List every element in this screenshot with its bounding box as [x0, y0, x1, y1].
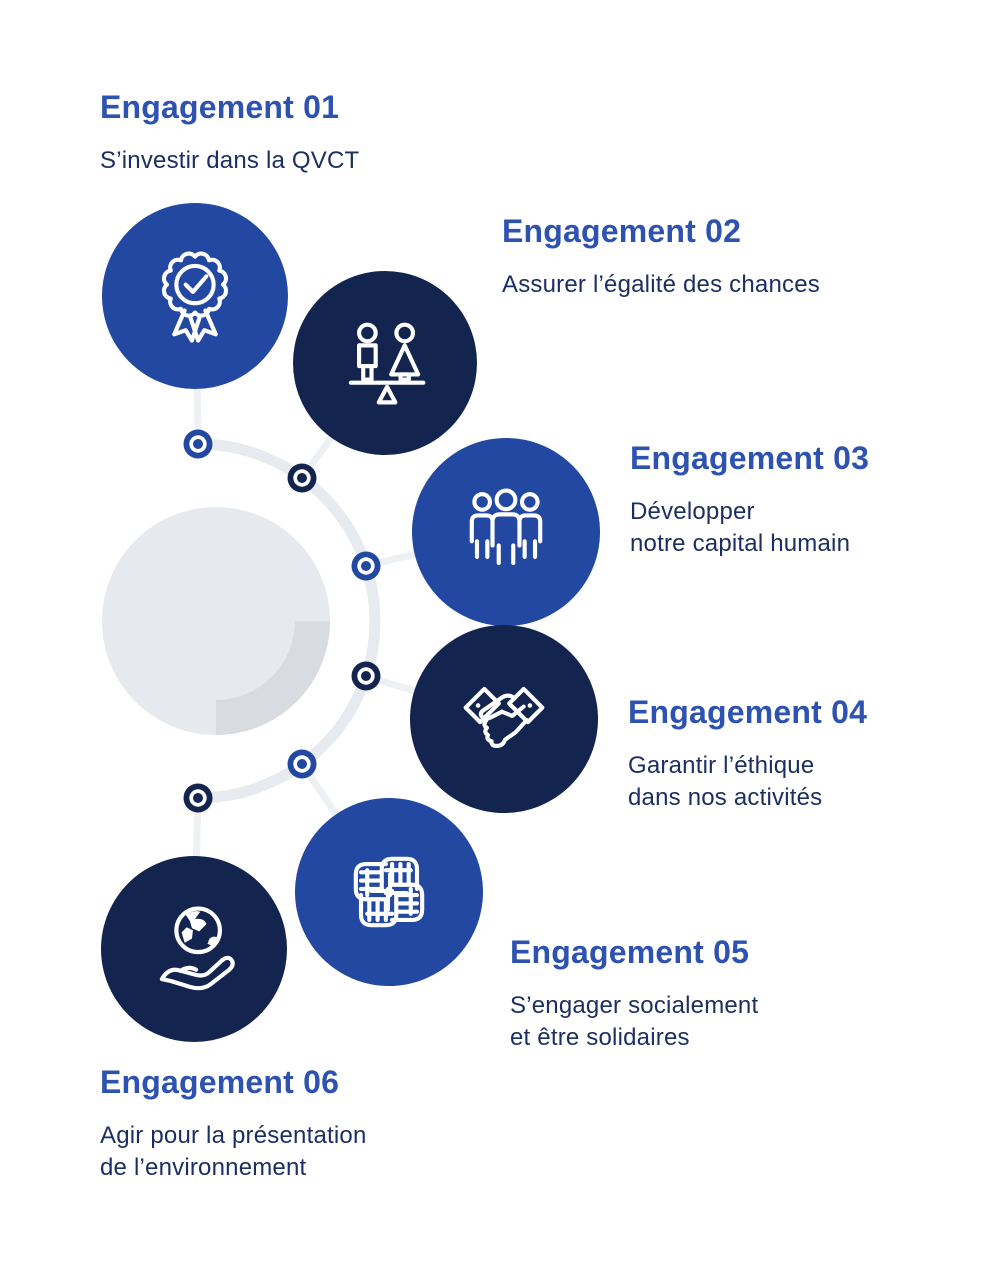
engagement-03-label: Engagement 03 Développer notre capital h…: [630, 440, 870, 560]
engagement-01-circle: [102, 203, 288, 389]
engagement-03-description: Développer notre capital humain: [630, 498, 851, 557]
engagement-01-description: S’investir dans la QVCT: [100, 147, 360, 175]
center-disc-arc: [216, 621, 330, 735]
engagement-06-circle: [101, 856, 287, 1042]
engagement-01-title: Engagement 01: [100, 89, 340, 125]
engagement-04-title: Engagement 04: [628, 694, 868, 730]
connector-node-05: [287, 749, 317, 779]
engagement-03-circle: [412, 438, 600, 626]
connector-node-04: [351, 661, 381, 691]
connector-node-06: [183, 783, 213, 813]
engagement-05-description: S’engager socialement et être solidaires: [510, 992, 759, 1051]
engagement-05-label: Engagement 05 S’engager socialement et ê…: [510, 934, 759, 1054]
engagement-02-circle: [293, 271, 477, 455]
connector-node-01: [183, 429, 213, 459]
connector-node-03: [351, 551, 381, 581]
engagement-05-circle: [295, 798, 483, 986]
engagement-02-title: Engagement 02: [502, 213, 742, 249]
connector-ring-arc: [197, 438, 381, 804]
engagement-02-description: Assurer l’égalité des chances: [502, 271, 820, 299]
connector-node-02: [287, 463, 317, 493]
engagement-02-label: Engagement 02 Assurer l’égalité des chan…: [502, 213, 820, 301]
engagement-06-title: Engagement 06: [100, 1064, 340, 1100]
engagement-06-label: Engagement 06 Agir pour la présentation …: [100, 1064, 367, 1184]
engagement-03-title: Engagement 03: [630, 440, 870, 476]
engagement-01-label: Engagement 01 S’investir dans la QVCT: [100, 89, 360, 177]
engagement-05-title: Engagement 05: [510, 934, 750, 970]
engagement-04-label: Engagement 04 Garantir l’éthique dans no…: [628, 694, 868, 814]
engagement-04-circle: [410, 625, 598, 813]
engagement-04-description: Garantir l’éthique dans nos activités: [628, 752, 823, 811]
engagement-06-description: Agir pour la présentation de l’environne…: [100, 1122, 367, 1181]
